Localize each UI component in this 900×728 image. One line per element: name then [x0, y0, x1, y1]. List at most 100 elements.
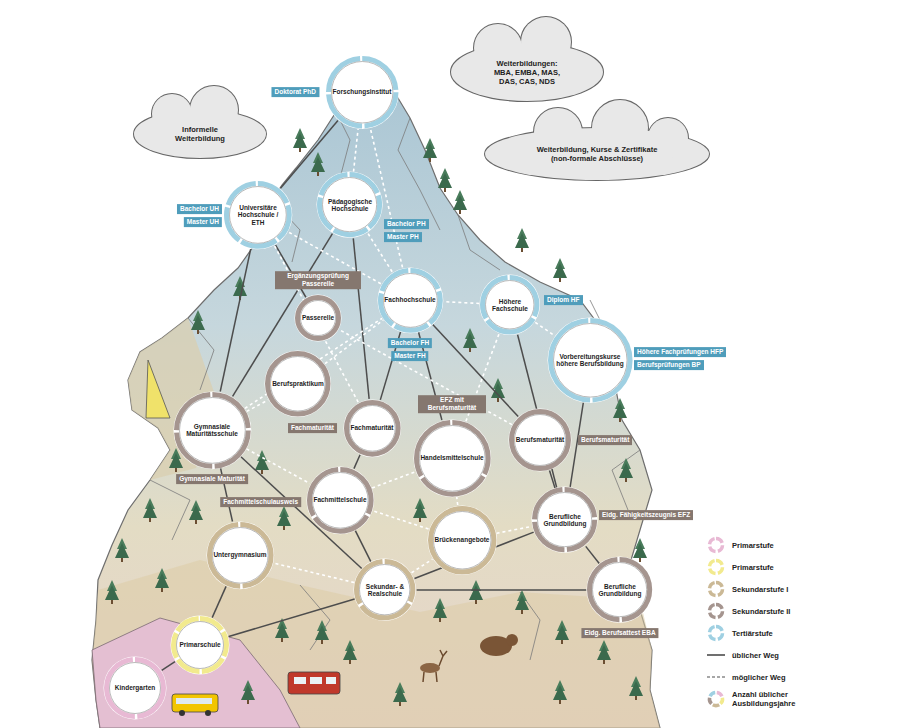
legend-sample [706, 668, 726, 686]
legend-sample [706, 646, 726, 664]
years-ring [357, 562, 413, 618]
train-window [326, 677, 336, 684]
cloud-text: Weiterbildung, Kurse & Zertifikate (non-… [527, 145, 667, 163]
school-name: Berufspraktikum [272, 380, 324, 387]
circle-ground [587, 557, 653, 623]
possible-path [372, 472, 415, 488]
qualification-tag: Berufsmaturität [578, 435, 632, 445]
circle-ground [317, 172, 383, 238]
tree [393, 682, 407, 706]
school-circle: Fachmittelschule [306, 466, 375, 535]
circle-ground [354, 559, 416, 621]
years-ring [320, 175, 380, 235]
school-name: Primarschule [179, 641, 221, 648]
legend-text: Tertiärstufe [732, 629, 773, 638]
tree [277, 506, 291, 530]
qualification-tag: Berufsprüfungen BP [634, 360, 704, 370]
circle-ground [206, 521, 274, 589]
school-name: Höhere Fachschule [488, 298, 532, 313]
inner-frame [515, 415, 566, 466]
tree [438, 168, 452, 192]
legend-text: Primarstufe [732, 541, 774, 550]
legend-row: üblicher Weg [706, 646, 779, 664]
school-circle: Primarschule [170, 615, 230, 675]
qualification-tag: Bachelor PH [384, 219, 429, 229]
years-ring [416, 422, 488, 494]
possible-path [497, 526, 532, 533]
circle-ground [171, 616, 230, 675]
qualification-tag: EFZ mit Berufsmaturität [418, 395, 486, 413]
cloud-text: Informelle Weiterbildung [169, 125, 231, 143]
bus-wheel [205, 710, 211, 716]
legend-row: Primarstufe [706, 558, 774, 576]
school-circle: Vorbereitungskurse höhere Berufsbildung [547, 317, 634, 404]
years-ring [590, 560, 650, 620]
usual-path [353, 238, 369, 398]
years-ring [512, 412, 569, 469]
qualification-tag: Eidg. Fähigkeitszeugnis EFZ [599, 510, 693, 520]
usual-path [212, 586, 226, 617]
qualification-tag: Ergänzungsprüfung Passerelle [275, 271, 361, 289]
inner-frame [179, 397, 245, 463]
legend-sample [706, 624, 726, 642]
legend-sample [706, 602, 726, 620]
years-segment [717, 691, 724, 697]
school-name: Fachhochschule [384, 296, 436, 303]
inner-frame [553, 323, 627, 397]
usual-path [229, 599, 355, 636]
school-name: Kindergarten [115, 684, 156, 691]
school-name: Fachmittelschule [313, 496, 367, 503]
possible-path [456, 497, 459, 505]
school-circle: Berufliche Grundbildung [586, 556, 653, 623]
qualification-tag: Master UH [184, 217, 222, 227]
legend-text: Anzahl üblicher Ausbildungsjahre [732, 690, 812, 708]
school-circle: Berufliche Grundbildung [531, 486, 598, 553]
tree [515, 228, 529, 252]
tree [315, 620, 329, 644]
inner-frame [300, 300, 335, 335]
legend-row: möglicher Weg [706, 668, 786, 686]
inner-frame [230, 187, 287, 244]
inner-frame [177, 622, 224, 669]
legend-text: Primarstufe [732, 563, 774, 572]
years-ring [430, 508, 494, 572]
school-circle: Forschungsinstitut [325, 55, 399, 129]
school-circle: Pädagogische Hochschule [316, 171, 383, 238]
legend-row: Tertiärstufe [706, 624, 773, 642]
school-name: Handelsmittelschule [420, 454, 484, 461]
school-name: Berufsmaturität [515, 436, 564, 443]
tree [115, 538, 129, 562]
train-window [310, 677, 322, 684]
school-circle: Gymnasiale Maturitätsschule [173, 391, 252, 470]
years-ring [535, 490, 595, 550]
possible-path [535, 322, 554, 335]
cloud-informal [134, 86, 266, 158]
possible-path [412, 559, 433, 573]
tree [189, 500, 203, 524]
tree [191, 310, 205, 334]
legend-sample [706, 580, 726, 598]
usual-path-sample [707, 654, 725, 656]
legend-swatch [710, 561, 723, 574]
possible-path [373, 511, 429, 529]
bear-head [506, 634, 518, 646]
years-segment [708, 697, 713, 705]
tree [619, 458, 633, 482]
years-ring [550, 320, 630, 400]
rock-line [300, 585, 330, 650]
school-circle: Kindergarten [103, 656, 167, 720]
tree [553, 258, 567, 282]
circle-ground [104, 657, 167, 720]
legend-text: Sekundarstufe II [732, 607, 790, 616]
circle-ground [532, 487, 598, 553]
inner-frame [360, 565, 410, 615]
bear [480, 634, 518, 656]
legend-row: Sekundarstufe I [706, 580, 788, 598]
train [288, 672, 340, 694]
school-circle: Berufspraktikum [264, 350, 332, 418]
possible-path-sample [707, 676, 725, 678]
inner-frame [383, 273, 437, 327]
legend-swatch [710, 539, 723, 552]
circle-ground [173, 391, 251, 469]
legend-swatch [710, 583, 723, 596]
